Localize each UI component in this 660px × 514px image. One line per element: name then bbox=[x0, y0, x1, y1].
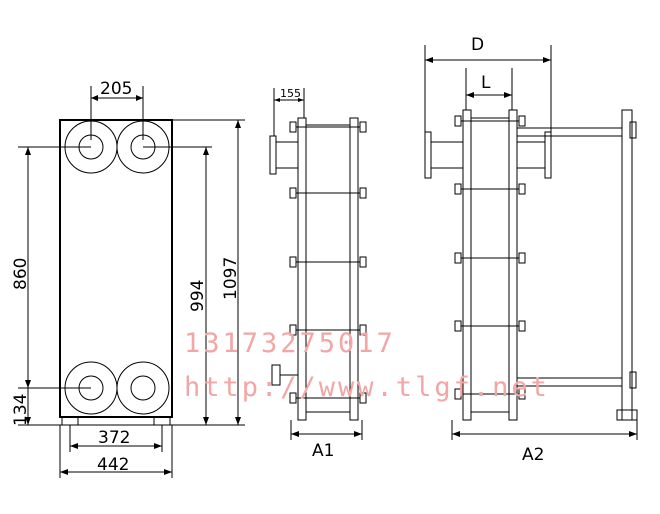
dim-plate-pack-length: L bbox=[481, 73, 491, 93]
bolt-nut bbox=[359, 256, 367, 268]
bolt-nut bbox=[518, 320, 526, 332]
side-view-a2: D L A2 bbox=[424, 35, 638, 465]
bolt-nut bbox=[289, 121, 297, 133]
bolt-nut bbox=[454, 320, 462, 332]
dim-flange-length: 155 bbox=[280, 87, 301, 100]
a2-fixed-plate bbox=[462, 109, 472, 421]
dim-overall-width: 442 bbox=[97, 455, 129, 475]
dim-a1-length: A1 bbox=[312, 441, 334, 461]
front-view: 205 1097 994 860 134 372 bbox=[11, 79, 245, 478]
bolt-nut bbox=[518, 388, 526, 400]
bolt-nut bbox=[359, 324, 367, 336]
front-right-foot bbox=[153, 416, 171, 426]
dim-port-center-height: 994 bbox=[188, 280, 208, 312]
front-frame-plate bbox=[59, 119, 173, 418]
bolt-nut bbox=[454, 388, 462, 400]
a1-pressure-plate bbox=[349, 117, 359, 421]
bolt-nut bbox=[359, 121, 367, 133]
watermark-url: http://www.tlgf.net bbox=[184, 372, 550, 403]
bolt-nut bbox=[289, 256, 297, 268]
bolt-nut bbox=[454, 252, 462, 264]
bolt-nut bbox=[518, 183, 526, 195]
dim-a2-length: A2 bbox=[522, 445, 544, 465]
dim-foot-spacing: 372 bbox=[98, 428, 130, 448]
bolt-nut bbox=[454, 183, 462, 195]
bolt-nut bbox=[359, 187, 367, 199]
dim-port-vertical-spacing: 860 bbox=[11, 258, 31, 290]
bolt-nut bbox=[289, 187, 297, 199]
dim-frame-width: D bbox=[471, 35, 484, 55]
bolt-nut bbox=[289, 324, 297, 336]
a1-fixed-plate bbox=[297, 117, 307, 421]
side-view-a1: 155 A1 bbox=[269, 87, 367, 461]
bolt-nut bbox=[454, 115, 462, 127]
bolt-nut bbox=[518, 115, 526, 127]
dim-overall-height: 1097 bbox=[221, 257, 241, 300]
front-left-foot bbox=[61, 416, 79, 426]
a2-bolts bbox=[454, 115, 526, 400]
bolt-nut bbox=[518, 252, 526, 264]
bolt-nut bbox=[359, 392, 367, 404]
bolt-nut bbox=[289, 392, 297, 404]
a1-bolts bbox=[289, 121, 367, 404]
dim-bottom-offset: 134 bbox=[11, 394, 31, 426]
port-bottom-right bbox=[116, 361, 170, 415]
watermark-phone: 13173275017 bbox=[184, 328, 396, 359]
dim-port-spacing: 205 bbox=[100, 79, 132, 99]
a2-pressure-plate bbox=[508, 109, 518, 421]
